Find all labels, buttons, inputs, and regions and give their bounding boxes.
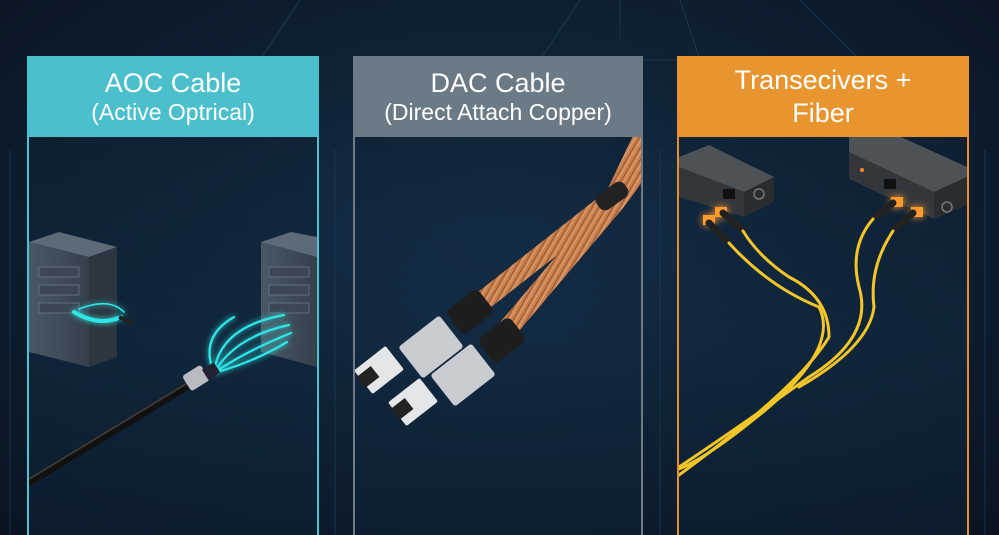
panel-subtitle-dac: (Direct Attach Copper) — [384, 98, 612, 125]
transceiver-right — [891, 197, 923, 217]
sfp-connector-2 — [388, 318, 525, 426]
panel-header-aoc: AOC Cable (Active Optrical) — [27, 56, 319, 137]
fiber-cables-yellow — [679, 217, 895, 477]
network-switch-icon-left — [679, 145, 774, 217]
panel-transceivers-fiber: Transecivers + Fiber — [677, 56, 969, 535]
dac-illustration — [355, 137, 641, 535]
panel-title-dac: DAC Cable — [430, 67, 566, 98]
panel-title-aoc: AOC Cable — [104, 67, 242, 98]
aoc-cable — [29, 362, 221, 486]
panel-subtitle-fiber: Fiber — [792, 97, 854, 128]
server-rack-icon-right — [261, 232, 317, 367]
server-rack-icon-left — [29, 232, 117, 367]
panel-header-dac: DAC Cable (Direct Attach Copper) — [353, 56, 643, 137]
aoc-illustration — [29, 137, 317, 535]
sfp-connector-1 — [355, 290, 493, 394]
network-switch-icon-right — [849, 137, 967, 219]
panel-aoc-cable: AOC Cable (Active Optrical) — [27, 56, 319, 535]
fiber-illustration — [679, 137, 967, 535]
panel-dac-cable: DAC Cable (Direct Attach Copper) — [353, 56, 643, 535]
panel-title-fiber: Transecivers + — [734, 65, 912, 96]
copper-cable-pair — [465, 137, 641, 342]
panel-header-fiber: Transecivers + Fiber — [677, 56, 969, 137]
panel-subtitle-aoc: (Active Optrical) — [91, 98, 255, 125]
